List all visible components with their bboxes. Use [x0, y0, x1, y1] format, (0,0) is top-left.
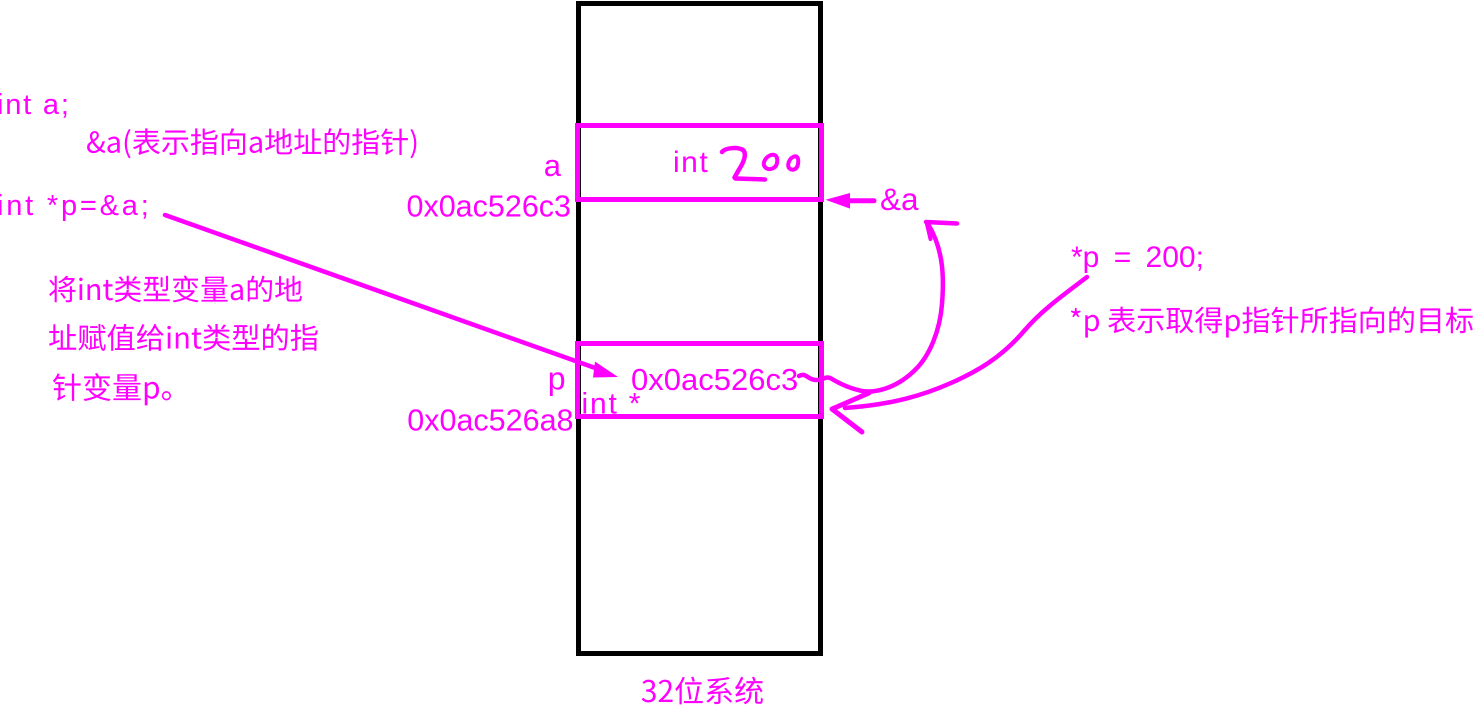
svg-text:int *p=&a;: int *p=&a;	[0, 190, 152, 222]
svg-text:0x0ac526a8: 0x0ac526a8	[407, 404, 573, 438]
svg-text:0x0ac526c3: 0x0ac526c3	[407, 190, 572, 224]
svg-text:a: a	[544, 148, 562, 183]
svg-text:int a;: int a;	[0, 89, 71, 121]
svg-text:0x0ac526c3: 0x0ac526c3	[631, 362, 798, 397]
svg-text:*p = 200;: *p = 200;	[1071, 241, 1204, 274]
svg-text:int *: int *	[582, 388, 643, 421]
svg-text:&a: &a	[880, 181, 919, 217]
svg-text:int: int	[673, 146, 709, 179]
svg-text:p: p	[548, 361, 566, 397]
